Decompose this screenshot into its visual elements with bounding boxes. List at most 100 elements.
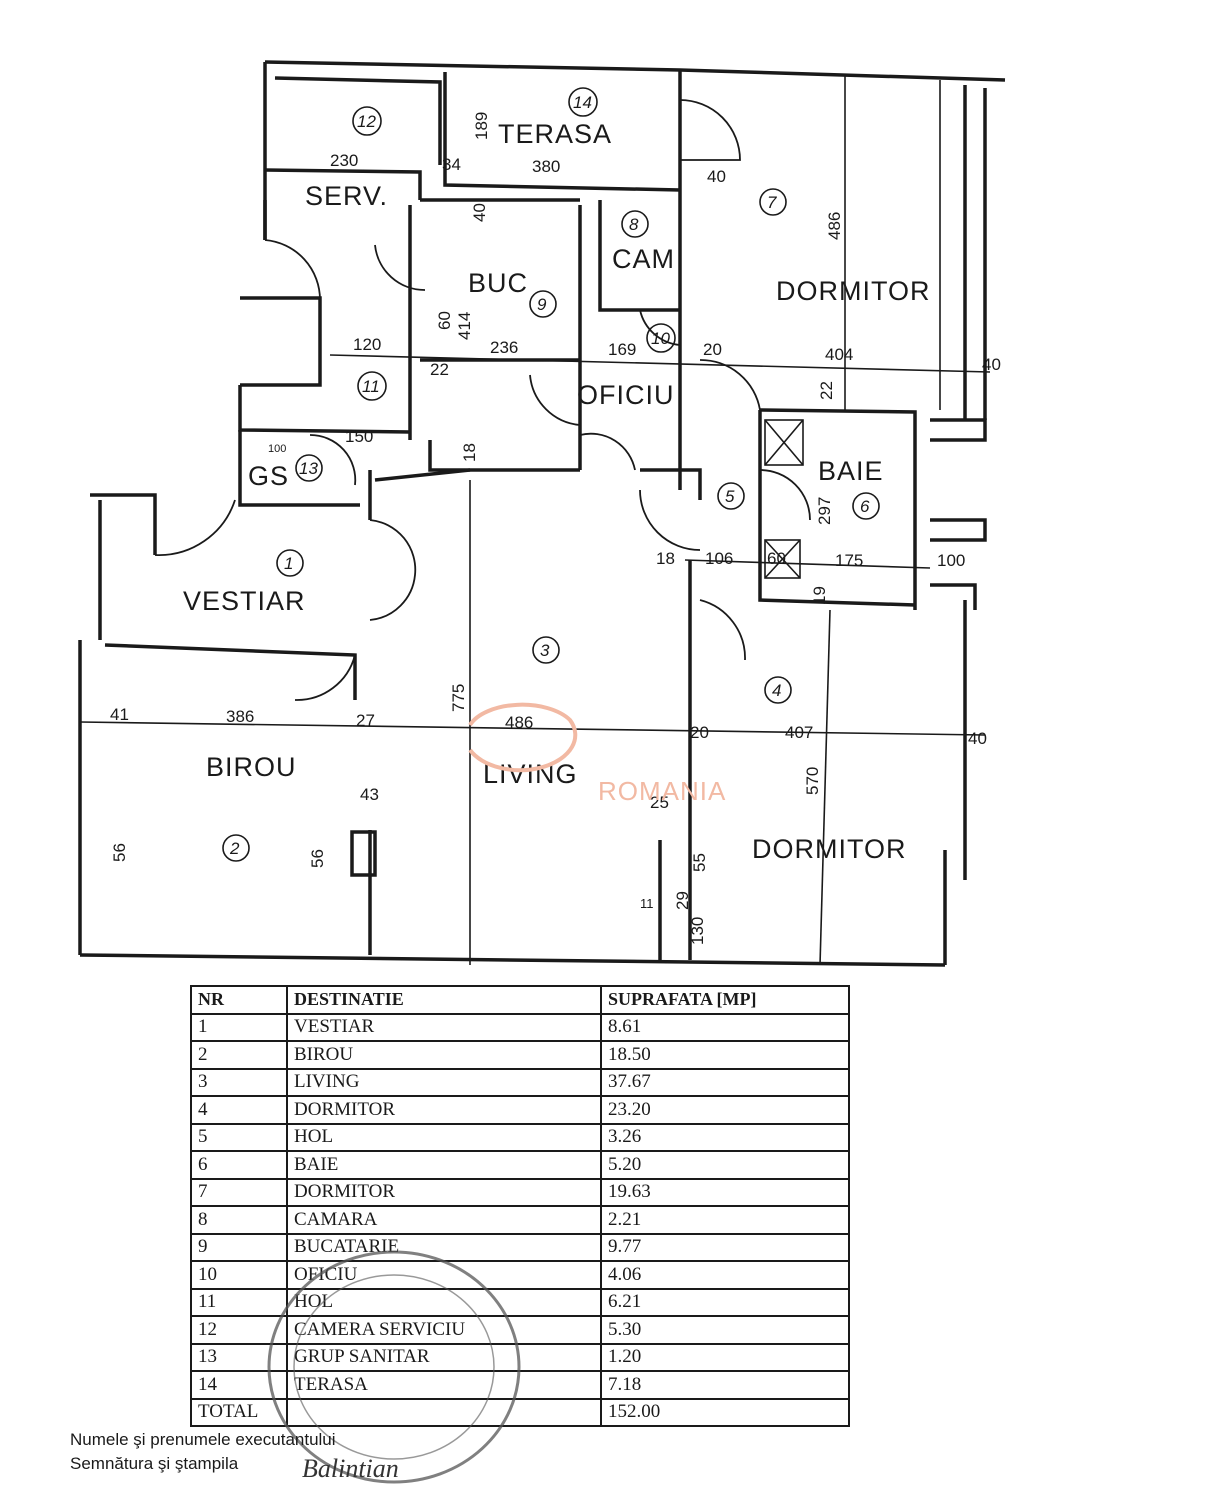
dim-106: 106 <box>705 549 733 568</box>
cell-suprafata: 5.20 <box>600 1150 850 1180</box>
room-label-dormitor-top: DORMITOR <box>776 276 931 306</box>
room-marker-14 <box>568 87 598 117</box>
room-label-living: LIVING <box>483 759 578 789</box>
room-label-oficiu: OFICIU <box>577 380 675 410</box>
cell-suprafata: 9.77 <box>600 1232 850 1262</box>
room-label-vestiar: VESTIAR <box>183 586 306 616</box>
dimension-lines <box>79 75 991 966</box>
dim-56-left: 56 <box>110 843 129 862</box>
dim-120: 120 <box>353 335 381 354</box>
cell-nr: 8 <box>190 1205 288 1235</box>
dim-150: 150 <box>345 427 373 446</box>
dim-40-bottom-right: 40 <box>968 729 987 748</box>
dim-40-buc: 40 <box>470 203 489 222</box>
dim-570: 570 <box>803 767 822 795</box>
dim-230: 230 <box>330 151 358 170</box>
cell-nr: 9 <box>190 1232 288 1262</box>
footer-executant: Numele şi prenumele executantului <box>70 1430 336 1449</box>
footer: Numele şi prenumele executantului Semnăt… <box>70 1428 336 1476</box>
cell-suprafata: 23.20 <box>600 1095 850 1125</box>
dim-40-right: 40 <box>982 355 1001 374</box>
room-marker-7 <box>759 188 787 216</box>
room-number-7: 7 <box>767 193 777 212</box>
room-number-2: 2 <box>229 839 240 858</box>
dim-297: 297 <box>815 497 834 525</box>
room-number-3: 3 <box>540 641 550 660</box>
dim-18-living: 18 <box>460 443 479 462</box>
dim-22-left: 22 <box>430 360 449 379</box>
cell-suprafata: 3.26 <box>600 1122 850 1152</box>
dim-25: 25 <box>650 793 669 812</box>
dimension-labels: 230 189 380 34 40 40 486 414 60 236 169 … <box>110 112 1001 945</box>
room-number-9: 9 <box>537 295 547 314</box>
cell-destinatie: DORMITOR <box>286 1095 602 1125</box>
watermark: ROMANIA <box>468 702 726 806</box>
dim-60: 60 <box>435 311 454 330</box>
room-label-cam: CAM <box>612 244 675 274</box>
room-marker-1 <box>276 549 304 577</box>
room-marker-4 <box>764 676 792 704</box>
room-number-13: 13 <box>299 459 318 478</box>
cell-destinatie: CAMERA SERVICIU <box>286 1315 602 1345</box>
cell-destinatie: BIROU <box>286 1040 602 1070</box>
cell-nr: 6 <box>190 1150 288 1180</box>
dim-40-dorm: 40 <box>707 167 726 186</box>
room-marker-11 <box>357 371 387 401</box>
shaft-boxes <box>764 419 804 579</box>
room-label-serv: SERV. <box>305 181 388 211</box>
room-label-dormitor-bottom: DORMITOR <box>752 834 907 864</box>
room-marker-10 <box>646 323 676 353</box>
cell-destinatie: BAIE <box>286 1150 602 1180</box>
dim-414: 414 <box>455 312 474 340</box>
room-marker-8 <box>621 210 649 238</box>
dim-386: 386 <box>226 707 254 726</box>
cell-suprafata: 2.21 <box>600 1205 850 1235</box>
room-marker-13 <box>295 454 323 482</box>
dim-380: 380 <box>532 157 560 176</box>
cell-nr: 1 <box>190 1012 288 1042</box>
cell-suprafata: 8.61 <box>600 1012 850 1042</box>
dim-20-hall: 20 <box>703 340 722 359</box>
room-number-12: 12 <box>357 112 376 131</box>
dim-11: 11 <box>640 896 654 911</box>
cell-suprafata: 5.30 <box>600 1315 850 1345</box>
cell-destinatie: HOL <box>286 1122 602 1152</box>
cell-destinatie: CAMARA <box>286 1205 602 1235</box>
watermark-text: ROMANIA <box>598 776 726 806</box>
cell-nr: 5 <box>190 1122 288 1152</box>
cell-nr: 4 <box>190 1095 288 1125</box>
table-total-row: TOTAL 152.00 <box>190 1397 850 1427</box>
cell-suprafata: 18.50 <box>600 1040 850 1070</box>
cell-suprafata: 6.21 <box>600 1287 850 1317</box>
dim-175: 175 <box>835 551 863 570</box>
dim-236: 236 <box>490 338 518 357</box>
dim-29: 29 <box>673 891 692 910</box>
dim-18-hall: 18 <box>656 549 675 568</box>
room-number-6: 6 <box>860 497 870 516</box>
room-label-buc: BUC <box>468 268 528 298</box>
room-number-1: 1 <box>284 554 293 573</box>
table-header-row: NR DESTINATIE SUPRAFATA [MP] <box>190 985 850 1015</box>
total-value: 152.00 <box>600 1397 850 1427</box>
cell-suprafata: 37.67 <box>600 1067 850 1097</box>
header-suprafata: SUPRAFATA [MP] <box>600 985 850 1015</box>
floor-plan: TERASA SERV. BUC CAM DORMITOR OFICIU BAI… <box>78 60 1006 967</box>
room-marker-5 <box>717 482 745 510</box>
dim-20-dorm: 20 <box>690 723 709 742</box>
room-label-birou: BIROU <box>206 752 297 782</box>
total-spacer <box>286 1397 602 1427</box>
dim-43: 43 <box>360 785 379 804</box>
cell-nr: 3 <box>190 1067 288 1097</box>
cell-destinatie: GRUP SANITAR <box>286 1342 602 1372</box>
dim-486-top: 486 <box>825 212 844 240</box>
